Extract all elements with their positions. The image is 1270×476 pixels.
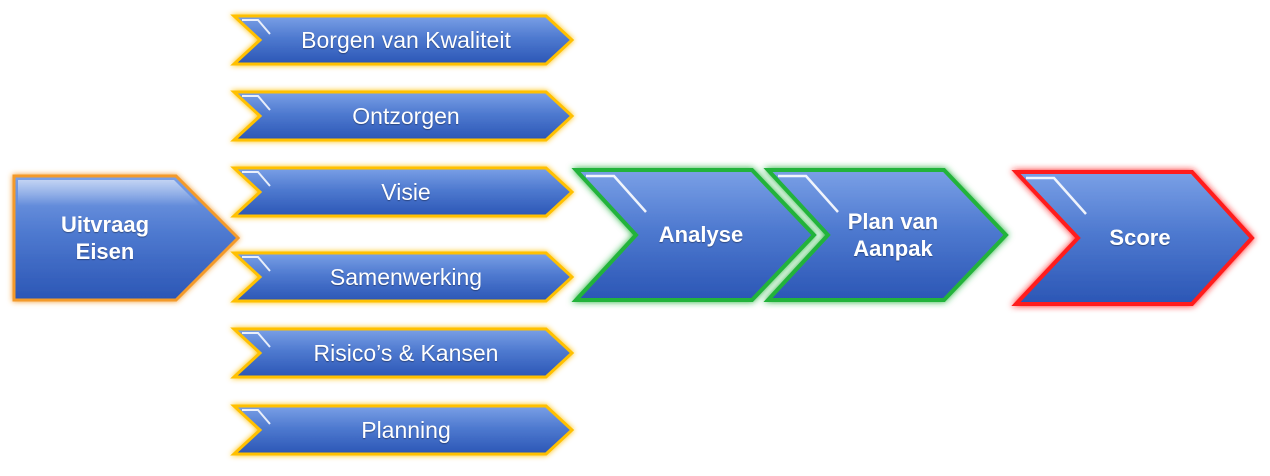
step-chevron-analyse-highlight [586, 174, 647, 213]
theme-chevron-6-highlight [242, 409, 271, 425]
theme-chevron-5-highlight [242, 332, 271, 348]
theme-chevron-4 [230, 251, 575, 303]
step-chevron-plan [763, 168, 1009, 302]
theme-chevron-5 [230, 327, 575, 379]
result-chevron-score-highlight [1026, 176, 1087, 215]
theme-chevron-4-highlight [242, 256, 271, 272]
theme-chevron-2 [230, 90, 575, 142]
start-arrow [12, 174, 241, 302]
theme-chevron-2-highlight [242, 95, 271, 111]
theme-chevron-4-shape [230, 251, 575, 303]
start-arrow-shape [12, 174, 241, 302]
step-chevron-plan-highlight [778, 174, 839, 213]
theme-chevron-1 [230, 14, 575, 66]
theme-chevron-1-highlight [242, 19, 271, 35]
result-chevron-score [1011, 170, 1255, 306]
theme-chevron-5-shape [230, 327, 575, 379]
theme-chevron-3-highlight [242, 171, 271, 187]
theme-chevron-1-shape [230, 14, 575, 66]
theme-chevron-6 [230, 404, 575, 456]
step-chevron-analyse-shape [571, 168, 817, 302]
theme-chevron-6-shape [230, 404, 575, 456]
step-chevron-plan-shape [763, 168, 1009, 302]
theme-chevron-3-shape [230, 166, 575, 218]
theme-chevron-2-shape [230, 90, 575, 142]
result-chevron-score-shape [1011, 170, 1255, 306]
start-arrow-shine [18, 180, 200, 206]
step-chevron-analyse [571, 168, 817, 302]
theme-chevron-3 [230, 166, 575, 218]
